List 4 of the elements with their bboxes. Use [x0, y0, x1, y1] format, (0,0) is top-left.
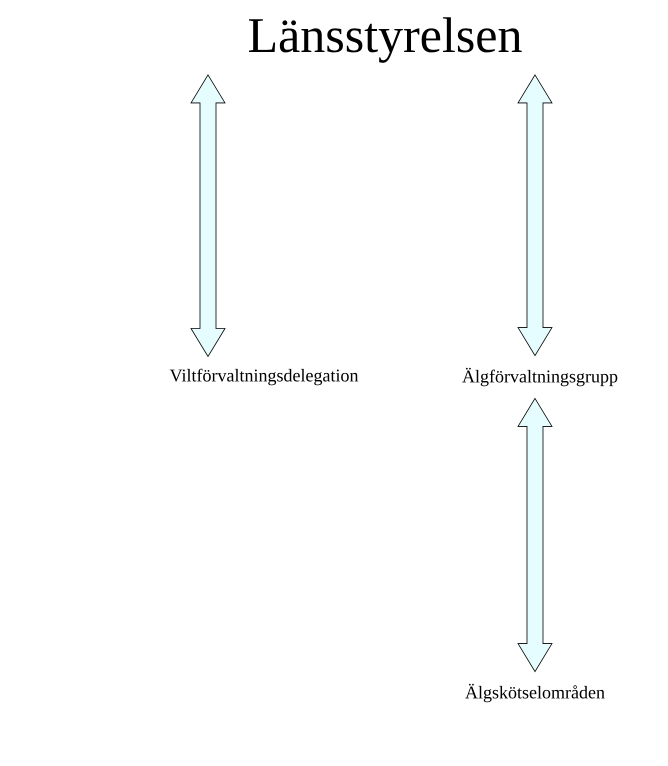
- node-label: Älgskötselområden: [465, 684, 605, 702]
- node-label: Älgförvaltningsgrupp: [462, 368, 618, 386]
- node-label: Viltförvaltningsdelegation: [170, 368, 358, 386]
- node-label: Länsstyrelsen: [248, 17, 522, 63]
